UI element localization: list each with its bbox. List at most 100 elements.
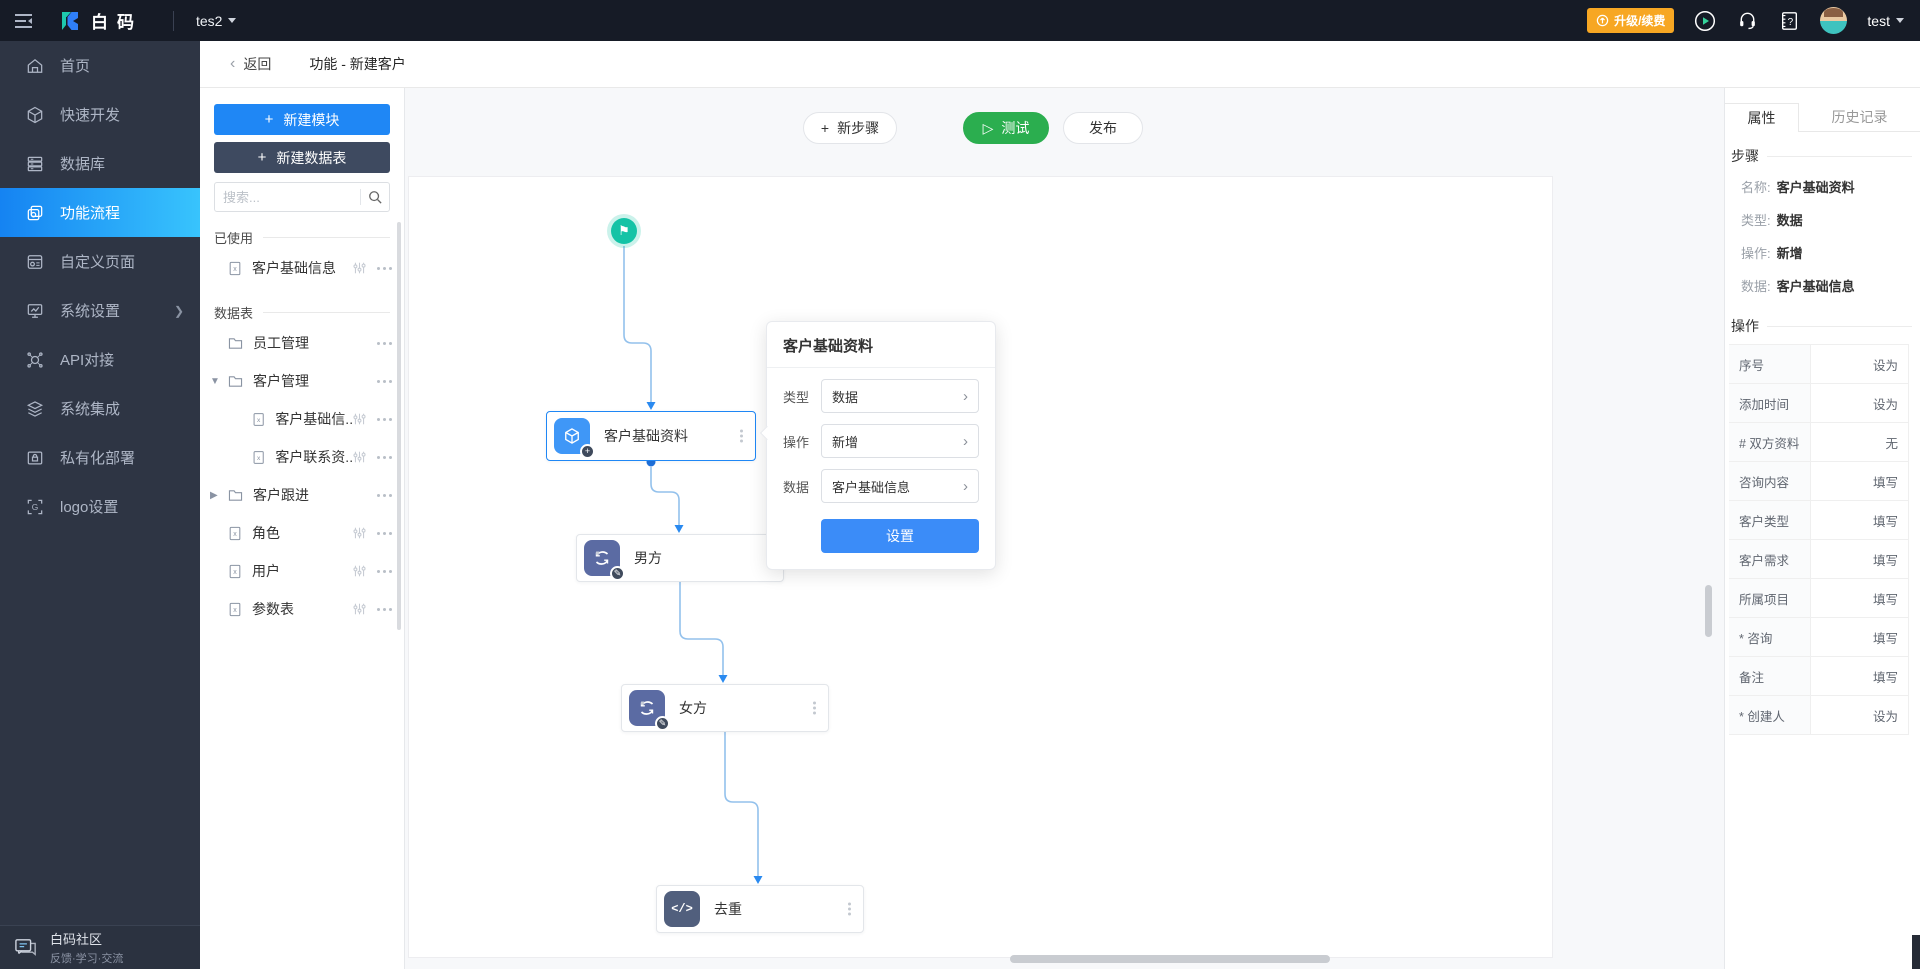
tab-history[interactable]: 历史记录	[1831, 108, 1888, 125]
table-role[interactable]: x 角色	[200, 514, 404, 552]
sheet-icon: x	[253, 412, 264, 426]
sidebar-item-label: 私有化部署	[60, 450, 136, 467]
tables-section-label: 数据表	[214, 306, 254, 321]
folder-customer-follow-up[interactable]: ▶ 客户跟进	[200, 476, 404, 514]
more-menu-icon[interactable]	[377, 566, 392, 577]
new-table-button[interactable]: + 新建数据表	[214, 142, 390, 173]
node-menu-icon[interactable]	[738, 426, 745, 447]
node-dedupe[interactable]: </> 去重	[656, 885, 864, 933]
community-title: 白码社区	[50, 932, 103, 947]
fields-sliders-icon[interactable]	[353, 412, 366, 426]
canvas-horizontal-scrollbar[interactable]	[1010, 955, 1330, 963]
more-menu-icon[interactable]	[377, 528, 392, 539]
svg-text:x: x	[233, 531, 237, 538]
field-name: * 创建人	[1729, 696, 1811, 734]
avatar[interactable]	[1820, 7, 1848, 34]
caret-right-icon[interactable]: ▶	[210, 489, 218, 501]
fields-sliders-icon[interactable]	[353, 526, 366, 540]
settings-button[interactable]: 设置	[821, 519, 979, 553]
sidebar-item-logo-settings[interactable]: G logo设置	[0, 482, 200, 531]
caret-down-icon[interactable]: ▼	[210, 375, 220, 387]
folder-icon	[228, 375, 243, 387]
sidebar-item-home[interactable]: 首页	[0, 41, 200, 90]
folder-employee-mgmt[interactable]: 员工管理	[200, 324, 404, 362]
field-action[interactable]: 填写	[1872, 514, 1898, 529]
more-menu-icon[interactable]	[377, 490, 392, 501]
field-action[interactable]: 填写	[1872, 670, 1898, 685]
node-female-side[interactable]: ✎ 女方	[621, 684, 829, 732]
sidebar-item-database[interactable]: 数据库	[0, 139, 200, 188]
community-link[interactable]: 白码社区 反馈·学习·交流	[0, 925, 200, 969]
svg-text:x: x	[257, 454, 261, 461]
sidebar-toggle-icon[interactable]	[0, 13, 46, 29]
test-button[interactable]: ▷ 测试	[963, 112, 1049, 144]
field-action[interactable]: 填写	[1872, 553, 1898, 568]
publish-button[interactable]: 发布	[1063, 112, 1143, 144]
workspace-switcher[interactable]: tes2	[196, 13, 237, 29]
type-select[interactable]: 数据 ›	[821, 379, 979, 413]
more-menu-icon[interactable]	[377, 604, 392, 615]
canvas-vertical-scrollbar[interactable]	[1705, 585, 1712, 637]
search-input[interactable]	[215, 189, 360, 205]
help-manual-icon[interactable]: ?	[1778, 10, 1800, 32]
fields-sliders-icon[interactable]	[353, 602, 366, 616]
search-icon[interactable]	[361, 190, 389, 204]
flow-icon	[27, 205, 43, 220]
table-customer-contact[interactable]: x 客户联系资...	[200, 438, 404, 476]
tutorial-play-icon[interactable]	[1694, 10, 1716, 32]
field-action[interactable]: 填写	[1872, 592, 1898, 607]
sidebar-item-custom-page[interactable]: 自定义页面	[0, 237, 200, 286]
sidebar-item-integration[interactable]: 系统集成	[0, 384, 200, 433]
field-action[interactable]: 无	[1885, 436, 1898, 451]
sidebar-item-private-deploy[interactable]: 私有化部署	[0, 433, 200, 482]
field-action[interactable]: 设为	[1872, 397, 1898, 412]
test-label: 测试	[1001, 120, 1030, 136]
upgrade-button[interactable]: 升级/续费	[1587, 8, 1675, 33]
back-button[interactable]: ‹ 返回	[230, 54, 271, 74]
field-name: * 咨询	[1729, 618, 1811, 656]
more-menu-icon[interactable]	[377, 376, 392, 387]
field-action[interactable]: 填写	[1872, 631, 1898, 646]
more-menu-icon[interactable]	[377, 338, 392, 349]
field-action[interactable]: 设为	[1872, 358, 1898, 373]
sidebar-item-function-flow[interactable]: 功能流程	[0, 188, 200, 237]
operation-select[interactable]: 新增 ›	[821, 424, 979, 458]
item-label: 客户跟进	[253, 487, 309, 503]
field-label: 数据	[783, 479, 810, 495]
sidebar-item-quick-dev[interactable]: 快速开发	[0, 90, 200, 139]
field-action[interactable]: 设为	[1872, 709, 1898, 724]
flow-canvas[interactable]: ⚑ + 客户基础资料 ✎ 男方 ✎ 女方	[408, 176, 1553, 958]
node-menu-icon[interactable]	[811, 698, 818, 719]
more-menu-icon[interactable]	[377, 414, 392, 425]
sidebar-item-label: 系统集成	[60, 401, 121, 418]
node-male-side[interactable]: ✎ 男方	[576, 534, 784, 582]
field-action[interactable]: 填写	[1872, 475, 1898, 490]
sidebar-item-api[interactable]: API对接	[0, 335, 200, 384]
fields-sliders-icon[interactable]	[353, 261, 366, 275]
used-item-customer-base-info[interactable]: x 客户基础信息	[200, 249, 404, 287]
window-scrollbar-thumb[interactable]	[1912, 935, 1920, 969]
brand-logo[interactable]: 白码	[58, 8, 143, 33]
table-user[interactable]: x 用户	[200, 552, 404, 590]
new-step-button[interactable]: + 新步骤	[803, 112, 897, 144]
node-customer-base-data[interactable]: + 客户基础资料	[546, 411, 756, 461]
folder-customer-mgmt[interactable]: ▼ 客户管理	[200, 362, 404, 400]
table-parameters[interactable]: x 参数表	[200, 590, 404, 628]
user-menu[interactable]: test	[1867, 13, 1904, 29]
panel-scrollbar[interactable]	[397, 222, 401, 630]
more-menu-icon[interactable]	[377, 263, 392, 274]
module-panel: + 新建模块 + 新建数据表 已使用 x 客户基础信息 数据表 员工管理 ▼ 客…	[200, 88, 405, 969]
start-node[interactable]: ⚑	[607, 214, 641, 248]
table-customer-base-info[interactable]: x 客户基础信...	[200, 400, 404, 438]
more-menu-icon[interactable]	[377, 452, 392, 463]
svg-text:?: ?	[1788, 17, 1794, 28]
fields-sliders-icon[interactable]	[353, 450, 366, 464]
new-module-button[interactable]: + 新建模块	[214, 104, 390, 135]
data-select[interactable]: 客户基础信息 ›	[821, 469, 979, 503]
sidebar-item-system-settings[interactable]: 系统设置 ❯	[0, 286, 200, 335]
node-menu-icon[interactable]	[846, 899, 853, 920]
monitor-chart-icon	[27, 303, 43, 318]
support-headset-icon[interactable]	[1736, 10, 1758, 32]
tab-properties[interactable]: 属性	[1725, 103, 1799, 132]
fields-sliders-icon[interactable]	[353, 564, 366, 578]
